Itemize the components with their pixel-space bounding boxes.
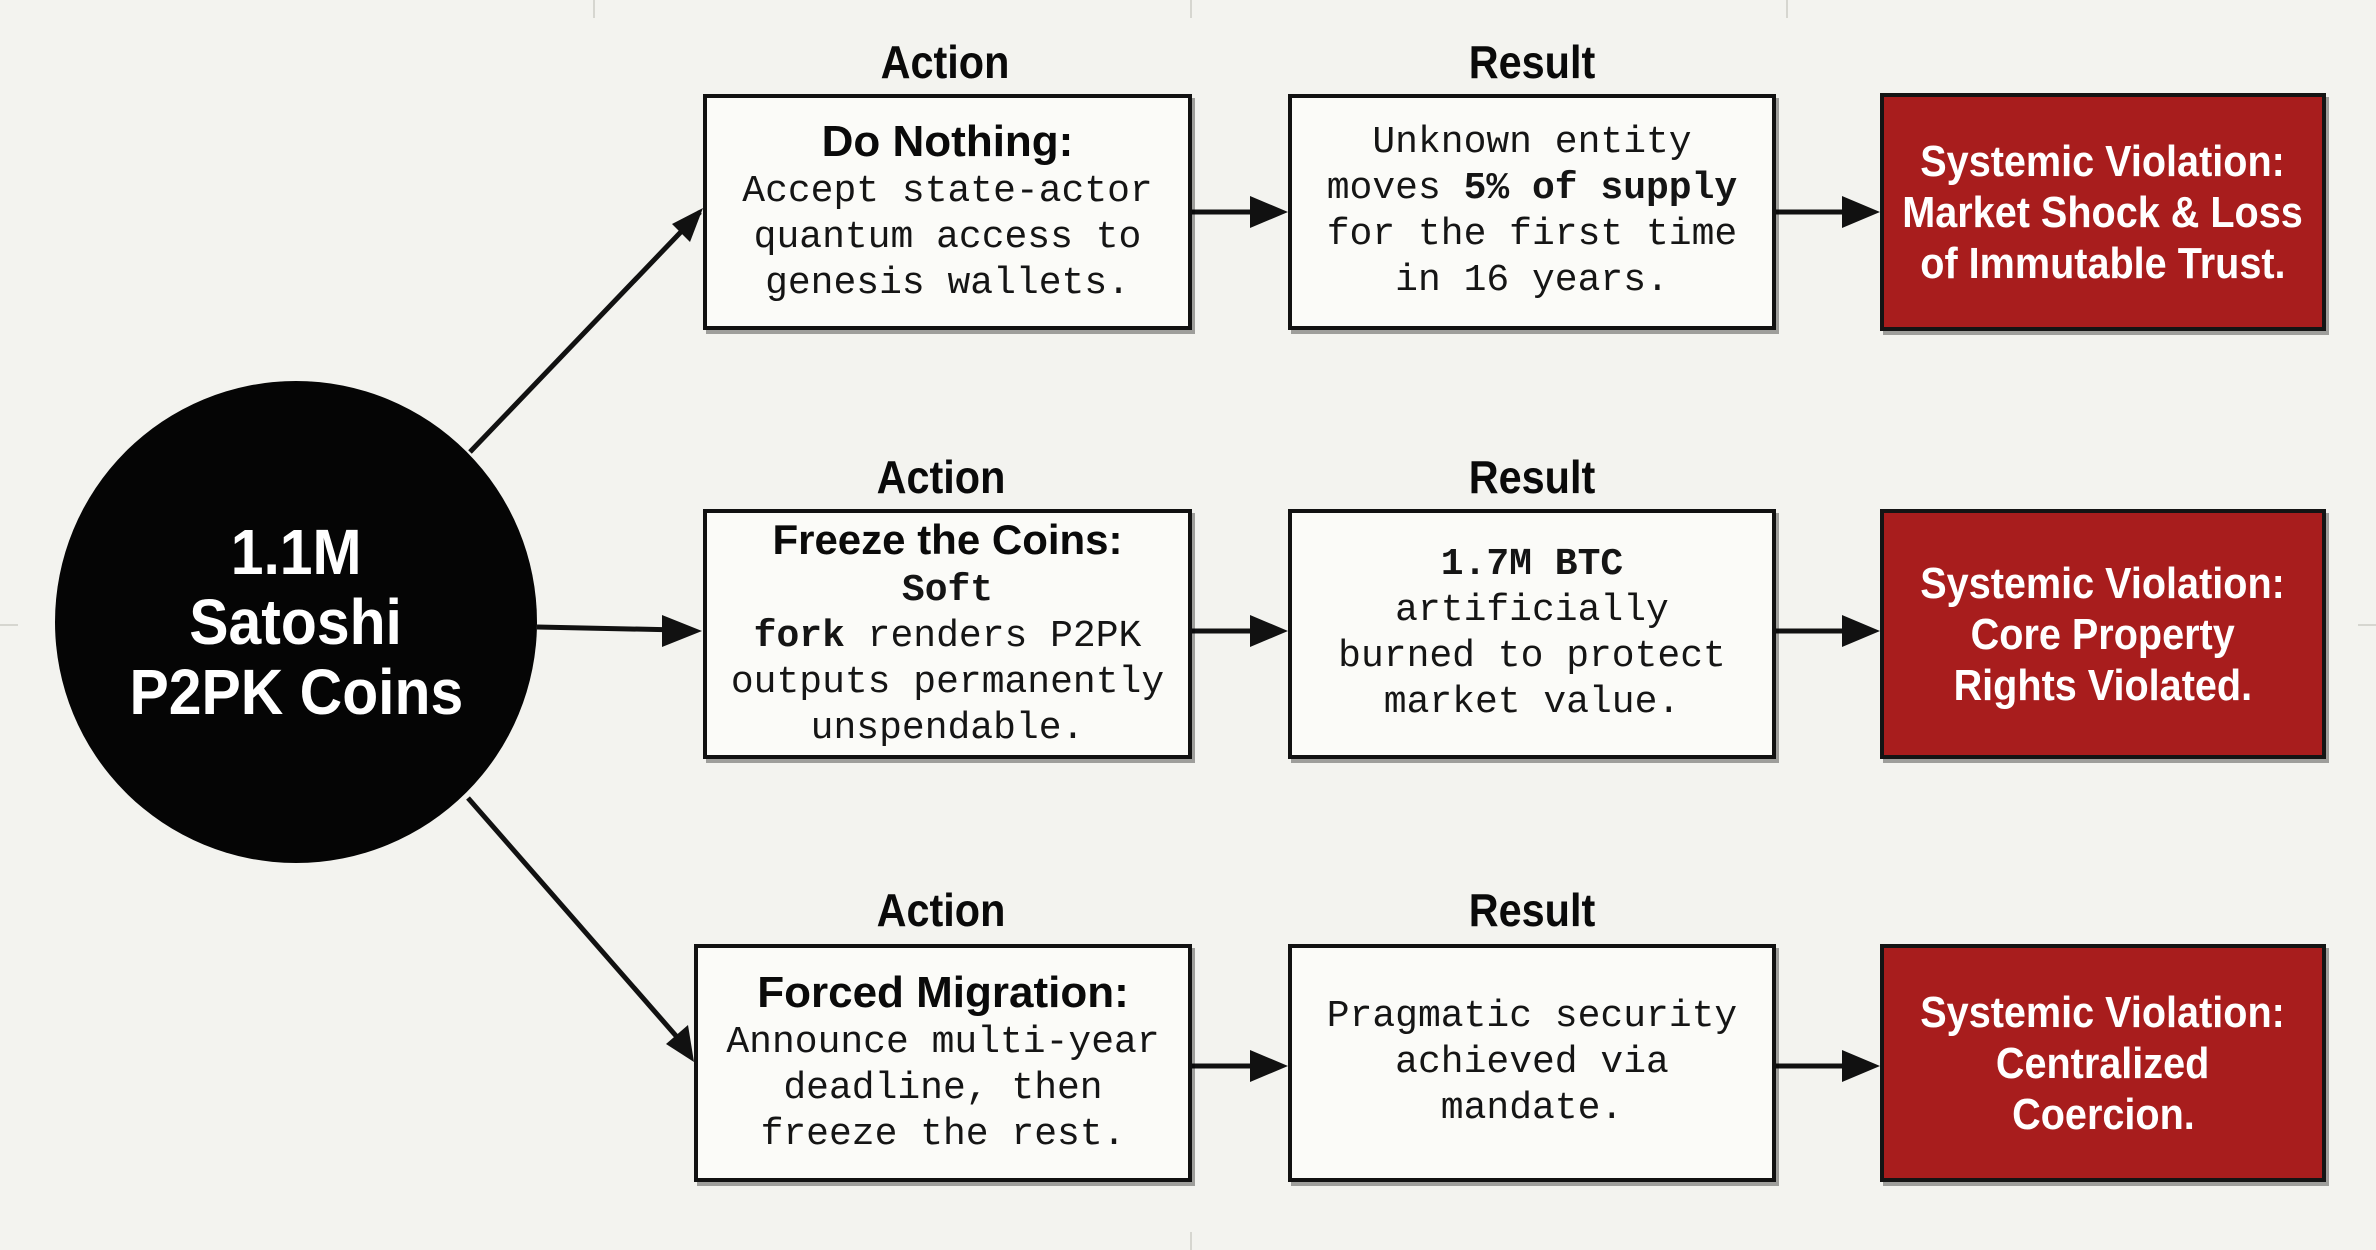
violation-box-market-shock: Systemic Violation: Market Shock & Loss …	[1880, 93, 2326, 331]
violation-line: Systemic Violation:	[1920, 136, 2286, 186]
result-emphasis: 1.7M BTC	[1440, 543, 1624, 586]
violation-line: Systemic Violation:	[1920, 558, 2286, 608]
action-text-line: renders P2PK	[844, 614, 1142, 658]
arrow-hub-to-forced-migration	[466, 796, 686, 1047]
result-text-line: in 16 years.	[1395, 259, 1669, 302]
violation-box-centralized-coercion: Systemic Violation: Centralized Coercion…	[1880, 944, 2326, 1182]
action-emphasis: Soft	[901, 568, 994, 612]
action-heading: Action	[880, 36, 1010, 88]
result-text-line: Unknown entity	[1372, 121, 1692, 164]
arrowhead	[1842, 196, 1880, 228]
result-heading: Result	[1468, 884, 1596, 936]
action-box-do-nothing: Do Nothing: Accept state-actor quantum a…	[703, 94, 1192, 330]
result-emphasis: 5% of supply	[1463, 167, 1738, 210]
guide-tick	[2358, 624, 2376, 626]
action-text-line: Accept state-actor	[742, 170, 1153, 213]
violation-line: Centralized	[1996, 1038, 2210, 1088]
result-box-market-shock: Unknown entity moves 5% of supply for th…	[1288, 94, 1776, 330]
guide-tick	[0, 624, 18, 626]
action-text-line: genesis wallets.	[765, 262, 1130, 305]
arrowhead	[1250, 196, 1288, 228]
action-text-line: Announce multi-year	[726, 1021, 1160, 1064]
violation-line: of Immutable Trust.	[1920, 238, 2286, 288]
result-text-line: Pragmatic security	[1326, 995, 1738, 1038]
action-box-forced-migration: Forced Migration: Announce multi-year de…	[694, 944, 1192, 1182]
action-text-line: unspendable.	[810, 706, 1085, 750]
result-text-line: artificially	[1395, 589, 1669, 632]
violation-box-property-rights: Systemic Violation: Core Property Rights…	[1880, 509, 2326, 759]
arrowhead	[1842, 615, 1880, 647]
result-heading: Result	[1468, 36, 1596, 88]
result-text-line: market value.	[1383, 681, 1681, 724]
violation-line: Coercion.	[2011, 1089, 2195, 1139]
action-heading: Action	[876, 884, 1006, 936]
guide-tick	[593, 0, 595, 18]
action-lead: Freeze the Coins:	[772, 515, 1123, 563]
action-text-line: quantum access to	[753, 216, 1142, 259]
violation-line: Rights Violated.	[1953, 660, 2253, 710]
arrowhead	[666, 1025, 694, 1062]
result-text-line: burned to protect	[1338, 635, 1726, 678]
result-text-line: achieved via	[1395, 1041, 1669, 1084]
violation-line: Core Property	[1970, 609, 2236, 659]
result-text-line: mandate.	[1440, 1087, 1624, 1130]
hub-line: 1.1M	[230, 516, 362, 588]
arrowhead	[1842, 1050, 1880, 1082]
arrowhead	[1250, 615, 1288, 647]
action-text-line: outputs permanently	[730, 660, 1165, 704]
arrowhead	[672, 208, 703, 242]
action-text-line: freeze the rest.	[760, 1113, 1126, 1156]
result-text-line: moves	[1326, 167, 1464, 210]
action-emphasis: fork	[753, 614, 845, 658]
hub-line: Satoshi	[189, 586, 403, 658]
guide-tick	[1190, 1232, 1192, 1250]
arrowhead	[1250, 1050, 1288, 1082]
result-text-line: for the first time	[1326, 213, 1738, 256]
result-heading: Result	[1468, 451, 1596, 503]
violation-line: Systemic Violation:	[1920, 987, 2286, 1037]
action-box-freeze-coins: Freeze the Coins: Soft fork renders P2PK…	[703, 509, 1192, 759]
action-lead: Do Nothing:	[821, 117, 1074, 166]
result-box-pragmatic-security: Pragmatic security achieved via mandate.	[1288, 944, 1776, 1182]
arrow-hub-to-freeze	[536, 624, 681, 633]
result-box-burned-btc: 1.7M BTC artificially burned to protect …	[1288, 509, 1776, 759]
action-heading: Action	[876, 451, 1006, 503]
hub-circle: 1.1M Satoshi P2PK Coins	[55, 381, 537, 863]
violation-line: Market Shock & Loss	[1902, 187, 2304, 237]
arrowhead	[662, 615, 702, 647]
action-lead: Forced Migration:	[757, 968, 1129, 1017]
action-text-line: deadline, then	[783, 1067, 1103, 1110]
arrow-hub-to-do-nothing	[468, 210, 702, 454]
guide-tick	[1190, 0, 1192, 18]
guide-tick	[1786, 0, 1788, 18]
hub-line: P2PK Coins	[129, 656, 463, 728]
